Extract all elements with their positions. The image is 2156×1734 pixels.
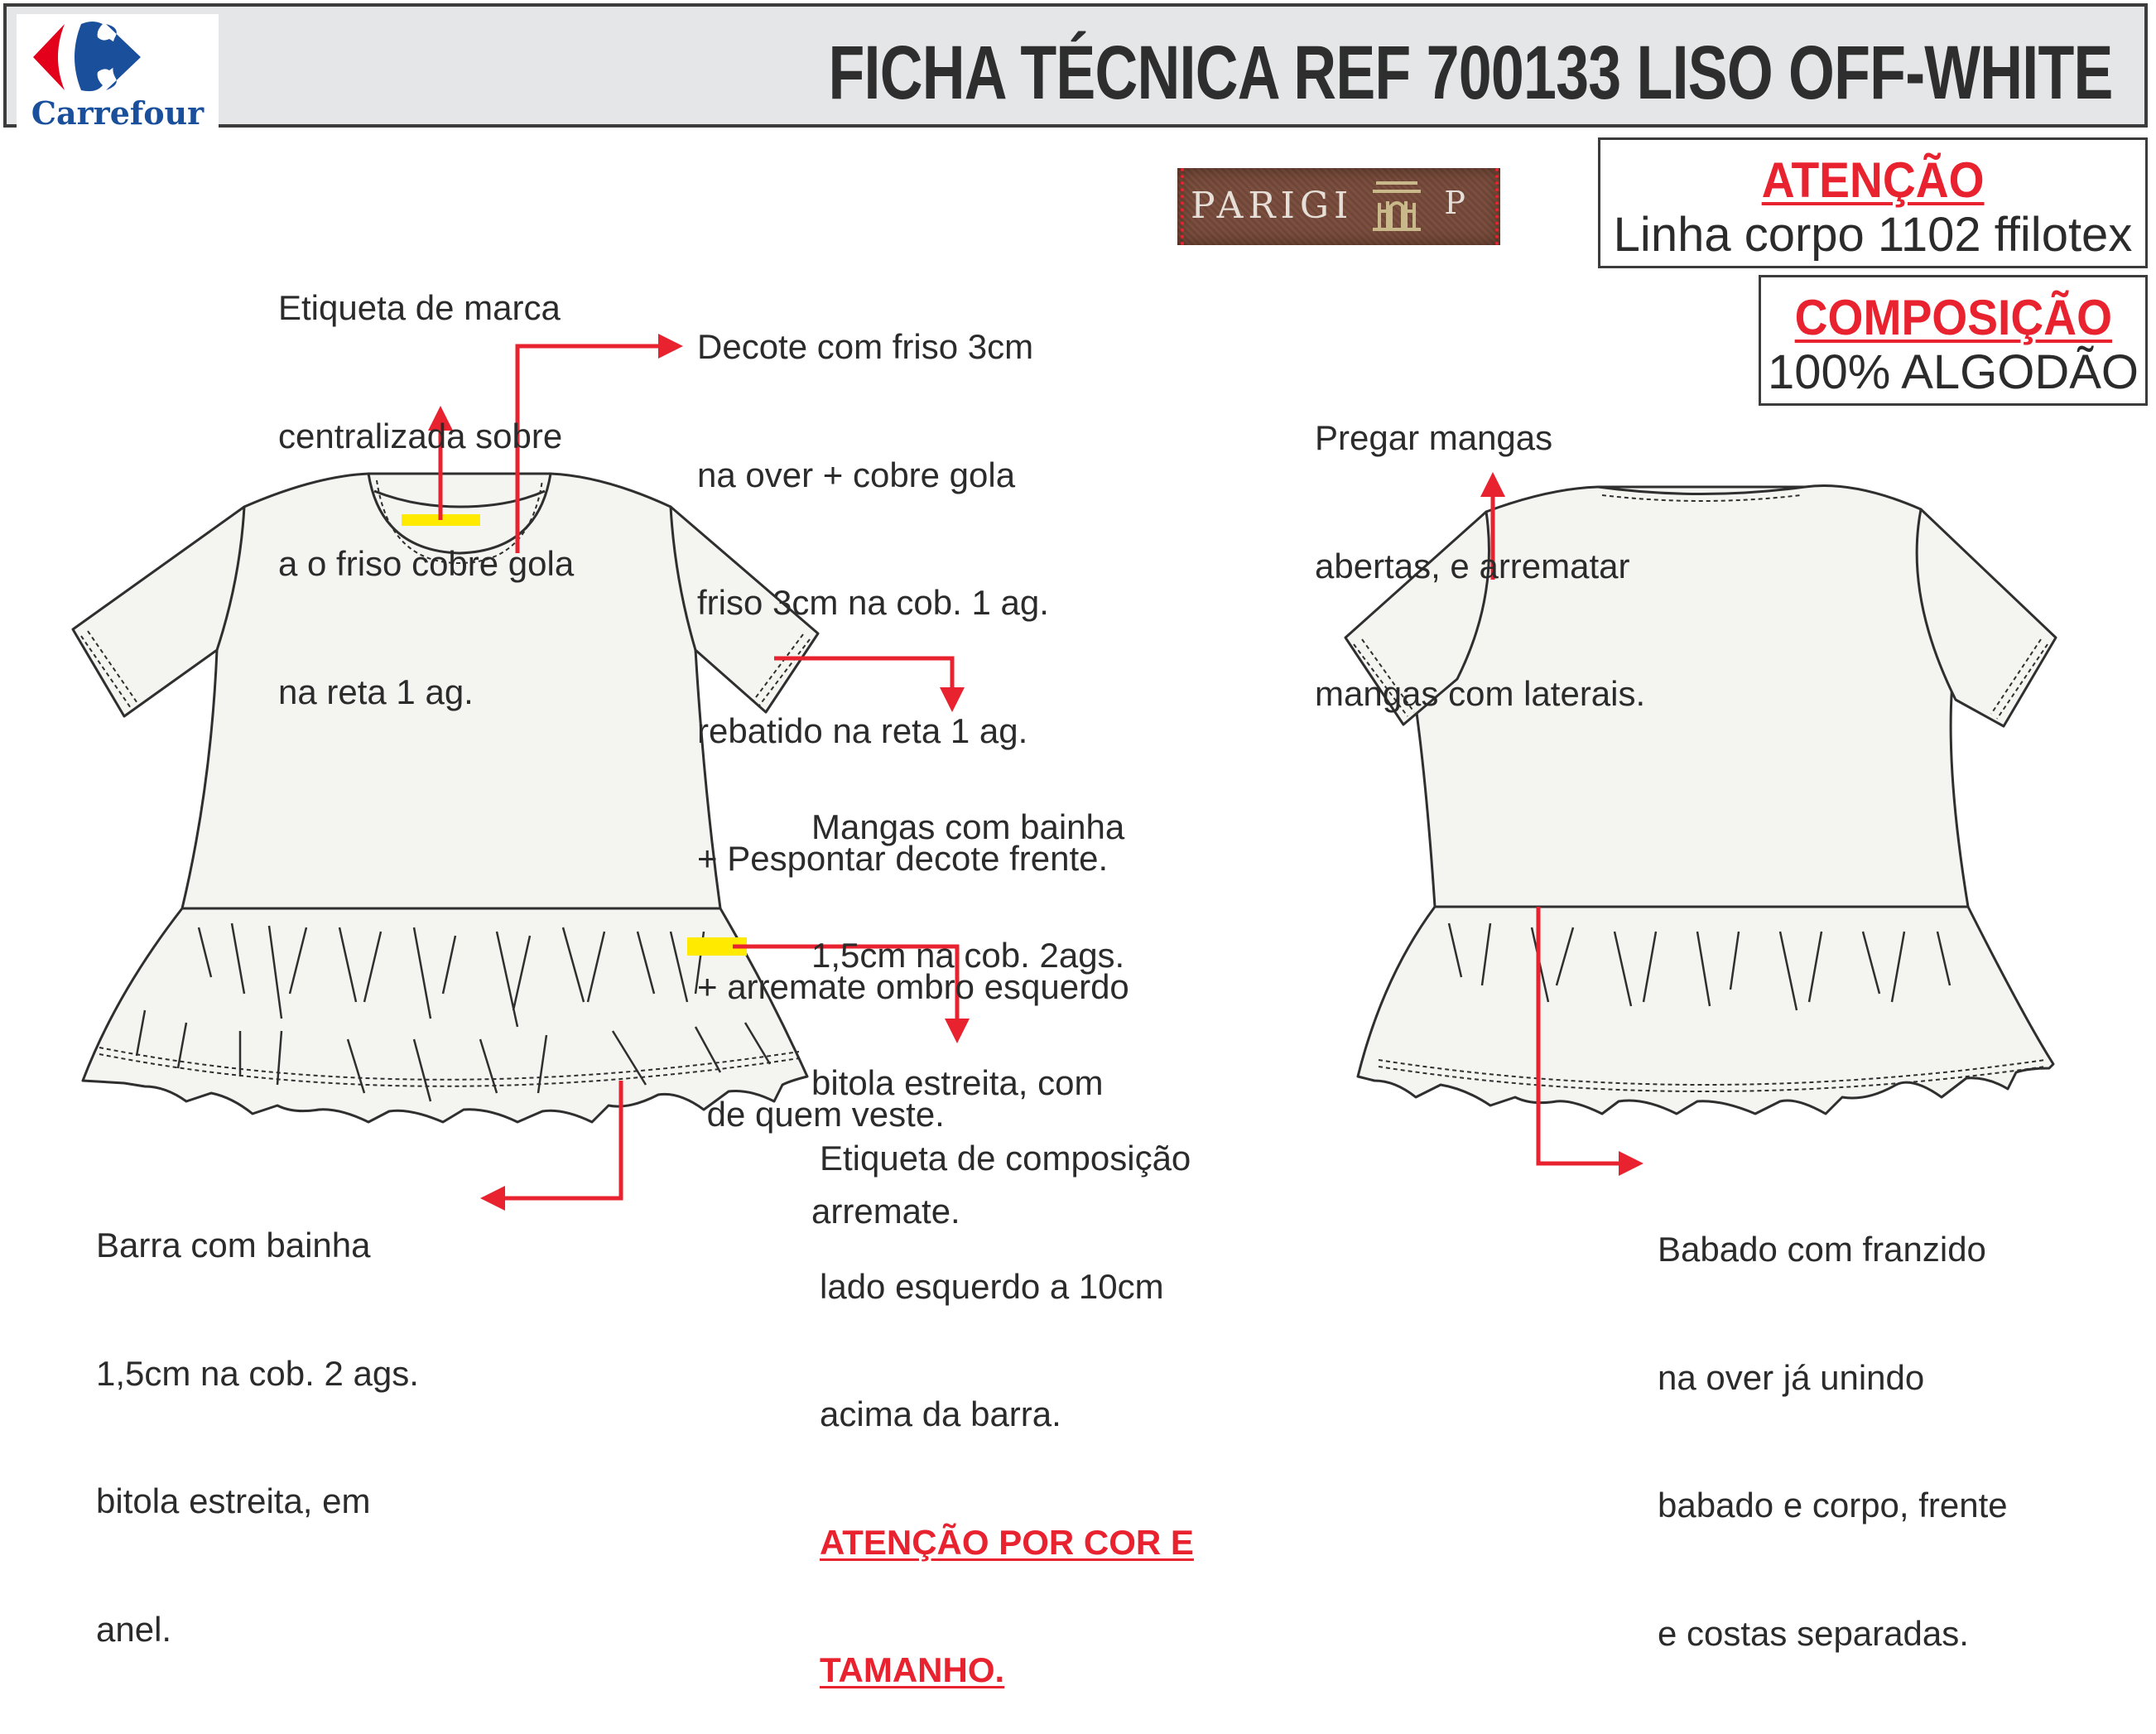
label-cut-line-right xyxy=(1495,168,1499,245)
note-line: 1,5cm na cob. 2ags. xyxy=(811,935,1125,975)
note-back-sleeves: Pregar mangas abertas, e arrematar manga… xyxy=(1315,331,1645,758)
note-line: abertas, e arrematar xyxy=(1315,546,1630,585)
header-bar: Carrefour FICHA TÉCNICA REF 700133 LISO … xyxy=(3,3,2148,135)
note-line: Barra com bainha xyxy=(96,1226,371,1264)
note-line: 1,5cm na cob. 2 ags. xyxy=(96,1353,419,1393)
brand-label-image: PARIGI P xyxy=(1177,168,1500,245)
attention-heading: ATENÇÃO xyxy=(1761,152,1985,208)
note-line: + Pespontar decote frente. xyxy=(697,839,1109,878)
note-hem: Barra com bainha 1,5cm na cob. 2 ags. bi… xyxy=(96,1139,419,1693)
note-line: Pregar mangas xyxy=(1315,418,1553,457)
composition-heading: COMPOSIÇÃO xyxy=(1794,290,2112,345)
back-right-sleeve xyxy=(1915,508,2057,728)
note-line: friso 3cm na cob. 1 ag. xyxy=(697,583,1049,622)
note-line: acima da barra. xyxy=(820,1394,1061,1433)
back-ruffle-shape xyxy=(1356,905,2055,1115)
label-cut-line-left xyxy=(1181,168,1184,245)
note-line: a o friso cobre gola xyxy=(278,544,575,583)
composition-text: 100% ALGODÃO xyxy=(1767,345,2139,399)
note-line: babado e corpo, frente xyxy=(1658,1486,2008,1524)
note-line: bitola estreita, em xyxy=(96,1481,371,1520)
note-line: e costas separadas. xyxy=(1658,1613,1969,1653)
front-left-sleeve xyxy=(71,505,246,718)
page-title: FICHA TÉCNICA REF 700133 LISO OFF-WHITE xyxy=(828,31,2114,115)
composition-warning-line: TAMANHO. xyxy=(820,1650,1005,1689)
brand-label-size: P xyxy=(1444,185,1465,221)
note-sleeves: Mangas com bainha 1,5cm na cob. 2ags. bi… xyxy=(811,720,1124,1275)
arrow-ruffle xyxy=(1536,907,1643,1176)
composition-box: COMPOSIÇÃO 100% ALGODÃO xyxy=(1759,275,2148,406)
note-composition-label: Etiqueta de composição lado esquerdo a 1… xyxy=(820,1052,1194,1734)
note-line: na over + cobre gola xyxy=(697,455,1016,494)
note-line: mangas com laterais. xyxy=(1315,674,1646,713)
note-line: lado esquerdo a 10cm xyxy=(820,1266,1164,1306)
note-line: Babado com franzido xyxy=(1658,1230,1986,1269)
composition-warning-line: ATENÇÃO POR COR E xyxy=(820,1522,1194,1562)
note-ruffle: Babado com franzido na over já unindo ba… xyxy=(1658,1143,2008,1698)
note-line: Decote com friso 3cm xyxy=(697,327,1034,366)
attention-box: ATENÇÃO Linha corpo 1102 ffilotex xyxy=(1598,137,2148,268)
carrefour-logo-icon xyxy=(33,22,141,92)
note-line: na reta 1 ag. xyxy=(278,672,474,711)
note-line: centralizada sobre xyxy=(278,416,563,455)
arrow-hem xyxy=(480,1081,623,1211)
note-line: arremate. xyxy=(811,1191,960,1231)
arch-monogram-icon xyxy=(1373,181,1421,231)
brand-label-name: PARIGI xyxy=(1191,185,1354,227)
note-line: na over já unindo xyxy=(1658,1357,1925,1397)
logo-wordmark: Carrefour xyxy=(31,94,205,132)
attention-text: Linha corpo 1102 ffilotex xyxy=(1613,208,2133,262)
note-brand-label: Etiqueta de marca centralizada sobre a o… xyxy=(278,201,574,756)
note-line: Mangas com bainha xyxy=(811,807,1125,846)
carrefour-logo: Carrefour xyxy=(17,14,219,135)
note-line: Etiqueta de composição xyxy=(820,1139,1191,1178)
note-line: bitola estreita, com xyxy=(811,1063,1104,1102)
note-line: Etiqueta de marca xyxy=(278,288,561,327)
note-line: anel. xyxy=(96,1609,172,1649)
